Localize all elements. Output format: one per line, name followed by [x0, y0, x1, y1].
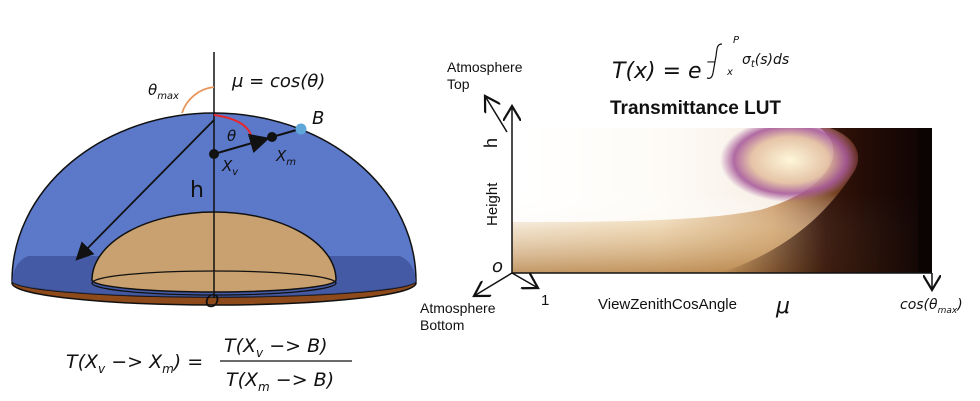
formula-lhs: T(Xv −> Xm) =: [66, 351, 203, 376]
point-xm: [267, 132, 277, 142]
ray-xv-xm: [213, 133, 270, 155]
transmittance-ratio-formula: T(Xv −> Xm) = T(Xv −> B) T(Xm −> B): [66, 335, 352, 394]
diag-axis-top: [485, 96, 508, 133]
diag-axis-bottom: [474, 272, 513, 296]
theta-max-label: θmax: [148, 81, 179, 102]
formula-denominator: T(Xm −> B): [226, 369, 334, 394]
left-diagram: θmax μ = cos(θ) θ B Xv Xm h O: [11, 52, 417, 312]
top-formula-minus: −: [706, 55, 717, 70]
point-xv: [209, 149, 219, 159]
x-axis-label: ViewZenithCosAngle: [598, 296, 737, 313]
xv-label: Xv: [221, 157, 239, 178]
integral-sign: [706, 43, 723, 79]
top-formula-lhs: T(x) = e: [612, 59, 702, 84]
o-axis-label: o: [492, 256, 503, 277]
lut-axes: [474, 96, 932, 296]
integral-lower: x: [726, 67, 733, 78]
point-b: [295, 123, 307, 135]
one-label: 1: [541, 292, 549, 309]
formula-numerator: T(Xv −> B): [224, 335, 328, 360]
origin-label: O: [205, 291, 219, 312]
xm-label: Xm: [275, 147, 296, 168]
mu-axis-label: μ: [775, 294, 790, 319]
lut-title: Transmittance LUT: [610, 98, 781, 119]
point-b-label: B: [312, 108, 324, 129]
height-axis-label: Height: [484, 182, 501, 226]
theta-max-arc: [181, 86, 215, 114]
lut-heatmap: [512, 128, 932, 273]
mu-equation-label: μ = cos(θ): [231, 71, 325, 92]
cos-theta-max-label: cos(θmax): [900, 297, 963, 316]
view-direction-arrow: [75, 119, 215, 261]
top-formula: T(x) = e − P x σt(s)ds: [612, 35, 789, 84]
integral-upper: P: [733, 35, 740, 46]
h-label: h: [190, 178, 204, 203]
theta-label: θ: [227, 127, 236, 145]
integrand: σt(s)ds: [742, 52, 789, 70]
h-axis-label: h: [481, 138, 501, 148]
diag-axis-right: [511, 272, 538, 288]
